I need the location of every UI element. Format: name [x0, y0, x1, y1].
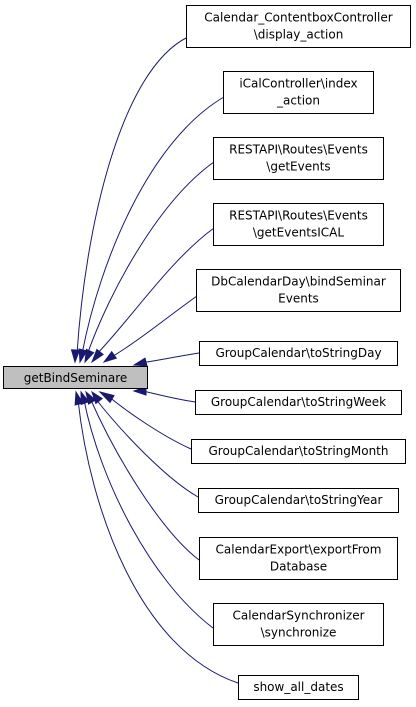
call-edge [107, 395, 192, 450]
call-edge [89, 397, 200, 561]
caller-node-label: RESTAPI\Routes\Events [229, 143, 368, 157]
arrowhead-icon [132, 357, 148, 367]
arrowhead-icon [91, 390, 104, 405]
caller-node-box[interactable] [196, 269, 401, 312]
caller-node[interactable]: GroupCalendar\toStringDay [199, 341, 398, 366]
caller-node-label: \getEvents [266, 160, 330, 174]
caller-node-label: \synchronize [261, 626, 337, 640]
caller-node[interactable]: iCalController\index _action [223, 71, 374, 114]
arrowhead-icon [90, 348, 104, 364]
call-edge [94, 227, 215, 357]
arrowhead-icon [102, 350, 118, 363]
caller-node[interactable]: GroupCalendar\toStringMonth [191, 439, 406, 464]
call-edge [140, 352, 200, 364]
caller-node-label: Database [270, 560, 327, 574]
caller-node-box[interactable] [195, 390, 402, 415]
caller-node-box[interactable] [238, 675, 359, 700]
caller-node[interactable]: Calendar_ContentboxController \display_ac… [186, 5, 411, 48]
caller-node[interactable]: GroupCalendar\toStringWeek [195, 390, 402, 415]
caller-node-label: DbCalendarDay\bindSeminar [211, 275, 386, 289]
caller-node[interactable]: show_all_dates [238, 675, 359, 700]
caller-node-box[interactable] [191, 439, 406, 464]
caller-node-box[interactable] [213, 203, 384, 246]
caller-node[interactable]: GroupCalendar\toStringYear [198, 488, 399, 513]
call-edge [142, 390, 196, 403]
caller-node-label: iCalController\index [239, 77, 357, 91]
caller-node-box[interactable] [198, 488, 399, 513]
focus-node-label: getBindSeminare [24, 371, 128, 385]
caller-node-label: \getEventsICAL [253, 226, 345, 240]
caller-node-label: GroupCalendar\toStringYear [215, 493, 383, 507]
arrowhead-icon [80, 390, 90, 406]
call-edges [70, 36, 239, 684]
caller-node-box[interactable] [213, 603, 384, 646]
caller-node[interactable]: RESTAPI\Routes\Events \getEvents [213, 137, 384, 180]
caller-node-label: _action [276, 94, 320, 108]
caller-nodes: Calendar_ContentboxController \display_ac… [186, 5, 411, 700]
caller-node-box[interactable] [199, 537, 398, 580]
caller-node-label: show_all_dates [253, 680, 343, 694]
arrowhead-icon [98, 391, 115, 404]
caller-node-label: CalendarExport\exportFrom [216, 543, 382, 557]
caller-node-box[interactable] [213, 137, 384, 180]
arrowhead-icon [74, 390, 84, 406]
arrowhead-icon [70, 349, 81, 364]
call-edge [81, 96, 225, 355]
caller-node-box[interactable] [223, 71, 374, 114]
call-edge [109, 295, 198, 359]
call-edge [94, 397, 199, 498]
call-edge [86, 161, 215, 356]
call-edge [76, 36, 189, 355]
call-edge [83, 399, 214, 629]
arrowhead-icon [84, 348, 95, 364]
focus-node-getbindseminare: getBindSeminare [3, 366, 148, 389]
focus-node-box [3, 366, 148, 389]
caller-node-label: Events [278, 292, 319, 306]
caller-node-box[interactable] [186, 5, 411, 48]
caller-node[interactable]: RESTAPI\Routes\Events \getEventsICAL [213, 203, 384, 246]
caller-node-label: GroupCalendar\toStringDay [215, 346, 381, 360]
caller-node-label: Calendar_ContentboxController [204, 11, 392, 25]
caller-node-box[interactable] [199, 341, 398, 366]
call-edge [77, 399, 239, 684]
caller-node-label: GroupCalendar\toStringMonth [208, 444, 388, 458]
caller-node[interactable]: CalendarSynchronizer \synchronize [213, 603, 384, 646]
caller-node-label: \display_action [254, 28, 344, 42]
caller-node-label: GroupCalendar\toStringWeek [211, 395, 386, 409]
caller-node-label: CalendarSynchronizer [232, 609, 364, 623]
caller-node-label: RESTAPI\Routes\Events [229, 209, 368, 223]
arrowhead-icon [78, 348, 88, 364]
